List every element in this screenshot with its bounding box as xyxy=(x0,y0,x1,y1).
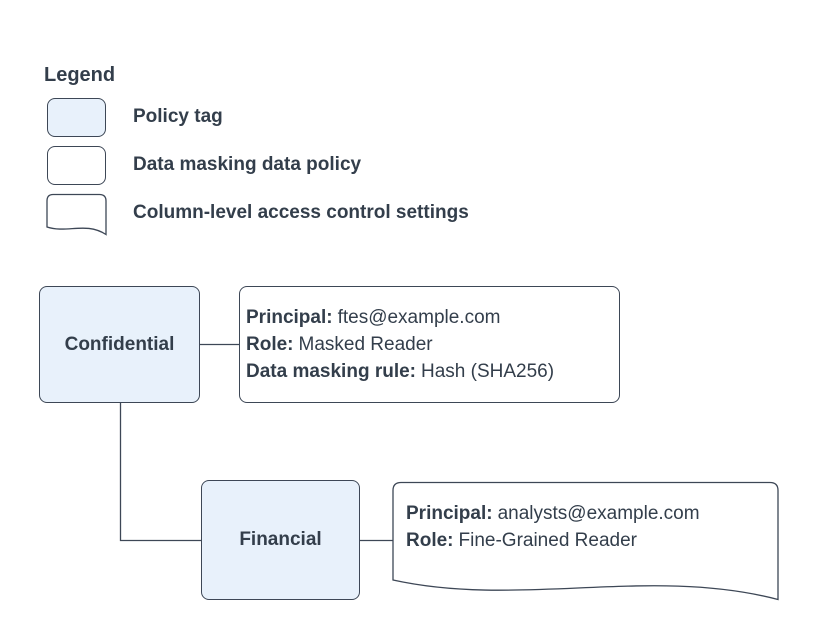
acl-role-value: Fine-Grained Reader xyxy=(458,530,637,551)
node-financial-label: Financial xyxy=(239,529,322,550)
masking-policy-box: Principal:ftes@example.com Role:Masked R… xyxy=(239,286,620,403)
column-access-document-swatch xyxy=(46,193,107,236)
policy-rule-line: Data masking rule:Hash (SHA256) xyxy=(246,358,619,385)
principal-label: Principal: xyxy=(246,307,333,328)
legend-label-column-access: Column-level access control settings xyxy=(133,202,469,223)
principal-value: ftes@example.com xyxy=(337,307,501,328)
data-masking-policy-swatch xyxy=(47,146,106,185)
policy-principal-line: Principal:ftes@example.com xyxy=(246,304,619,331)
access-settings-document-shape xyxy=(392,481,779,601)
edge-confidential-to-financial xyxy=(119,403,201,542)
acl-principal-label: Principal: xyxy=(406,503,493,524)
role-label: Role: xyxy=(246,334,294,355)
legend-title: Legend xyxy=(44,64,116,86)
masking-rule-value: Hash (SHA256) xyxy=(421,361,555,382)
node-financial: Financial xyxy=(201,480,360,600)
acl-principal-value: analysts@example.com xyxy=(497,503,700,524)
node-confidential: Confidential xyxy=(39,286,200,403)
acl-role-line: Role:Fine-Grained Reader xyxy=(406,527,700,554)
legend-label-policy-tag: Policy tag xyxy=(133,106,223,127)
legend-label-data-masking-policy: Data masking data policy xyxy=(133,154,362,175)
policy-tag-swatch xyxy=(47,98,106,137)
acl-role-label: Role: xyxy=(406,530,454,551)
policy-role-line: Role:Masked Reader xyxy=(246,331,619,358)
role-value: Masked Reader xyxy=(298,334,433,355)
node-confidential-label: Confidential xyxy=(64,333,175,355)
access-settings-text: Principal:analysts@example.com Role:Fine… xyxy=(406,500,700,554)
acl-principal-line: Principal:analysts@example.com xyxy=(406,500,700,527)
masking-rule-label: Data masking rule: xyxy=(246,361,416,382)
